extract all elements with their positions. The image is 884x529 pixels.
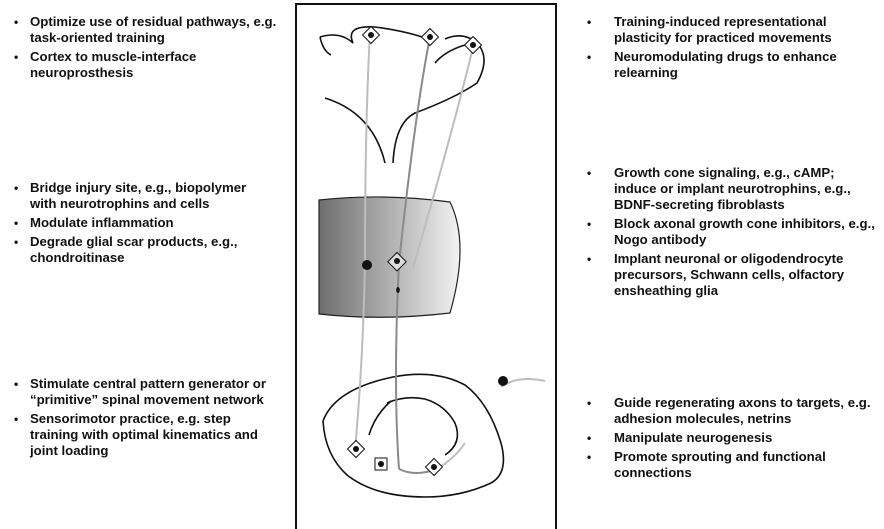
- list-item: •Cortex to muscle-interface neuroprosthe…: [10, 49, 280, 81]
- list-item: •Implant neuronal or oligodendrocyte pre…: [578, 251, 878, 299]
- bullet-icon: •: [14, 49, 18, 65]
- list-item: •Modulate inflammation: [10, 215, 272, 231]
- axon-stump-icon: [396, 287, 400, 293]
- neuron-cortex-3-icon: [465, 37, 482, 54]
- neuron-spinal-3-icon: [426, 459, 443, 476]
- neuron-lesion-1-icon: [362, 260, 372, 270]
- sensory-neuron-icon: [498, 376, 508, 386]
- bullet-icon: •: [14, 215, 18, 231]
- bullet-icon: •: [587, 14, 591, 30]
- right-group-regeneration: •Growth cone signaling, e.g., cAMP; indu…: [578, 165, 878, 302]
- bullet-icon: •: [587, 251, 591, 267]
- list-item: •Block axonal growth cone inhibitors, e.…: [578, 216, 878, 248]
- spinal-cord-outline: [323, 374, 503, 497]
- spinal-cord-illustration: [295, 3, 557, 529]
- list-item: •Guide regenerating axons to targets, e.…: [578, 395, 884, 427]
- left-group-spinal: •Stimulate central pattern generator or …: [10, 376, 272, 462]
- right-group-plasticity: •Training-induced representational plast…: [578, 14, 878, 84]
- list-item: •Training-induced representational plast…: [578, 14, 878, 46]
- bullet-icon: •: [587, 449, 591, 465]
- list-item: •Degrade glial scar products, e.g., chon…: [10, 234, 272, 266]
- lesion-region: [319, 197, 460, 317]
- right-group-guidance: •Guide regenerating axons to targets, e.…: [578, 395, 884, 484]
- left-group-cortex: •Optimize use of residual pathways, e.g.…: [10, 14, 280, 84]
- left-group-injury: •Bridge injury site, e.g., biopolymer wi…: [10, 180, 272, 269]
- bullet-icon: •: [14, 234, 18, 250]
- list-item: •Manipulate neurogenesis: [578, 430, 884, 446]
- bullet-icon: •: [587, 165, 591, 181]
- bullet-icon: •: [14, 180, 18, 196]
- list-item: •Growth cone signaling, e.g., cAMP; indu…: [578, 165, 878, 213]
- neuron-spinal-1-icon: [348, 441, 365, 458]
- neuron-cortex-1-icon: [363, 27, 380, 44]
- cortex-outline: [320, 27, 484, 163]
- list-item: •Optimize use of residual pathways, e.g.…: [10, 14, 280, 46]
- neuron-cortex-2-icon: [422, 29, 439, 46]
- list-item: •Promote sprouting and functional connec…: [578, 449, 884, 481]
- bullet-icon: •: [14, 376, 18, 392]
- bullet-icon: •: [14, 14, 18, 30]
- bullet-icon: •: [14, 411, 18, 427]
- list-item: •Bridge injury site, e.g., biopolymer wi…: [10, 180, 272, 212]
- neuron-spinal-2-icon: [375, 458, 387, 470]
- list-item: •Neuromodulating drugs to enhance relear…: [578, 49, 878, 81]
- list-item: •Stimulate central pattern generator or …: [10, 376, 272, 408]
- bullet-icon: •: [587, 216, 591, 232]
- bullet-icon: •: [587, 430, 591, 446]
- bullet-icon: •: [587, 49, 591, 65]
- list-item: •Sensorimotor practice, e.g. step traini…: [10, 411, 272, 459]
- bullet-icon: •: [587, 395, 591, 411]
- neural-pathway-figure: [295, 3, 557, 529]
